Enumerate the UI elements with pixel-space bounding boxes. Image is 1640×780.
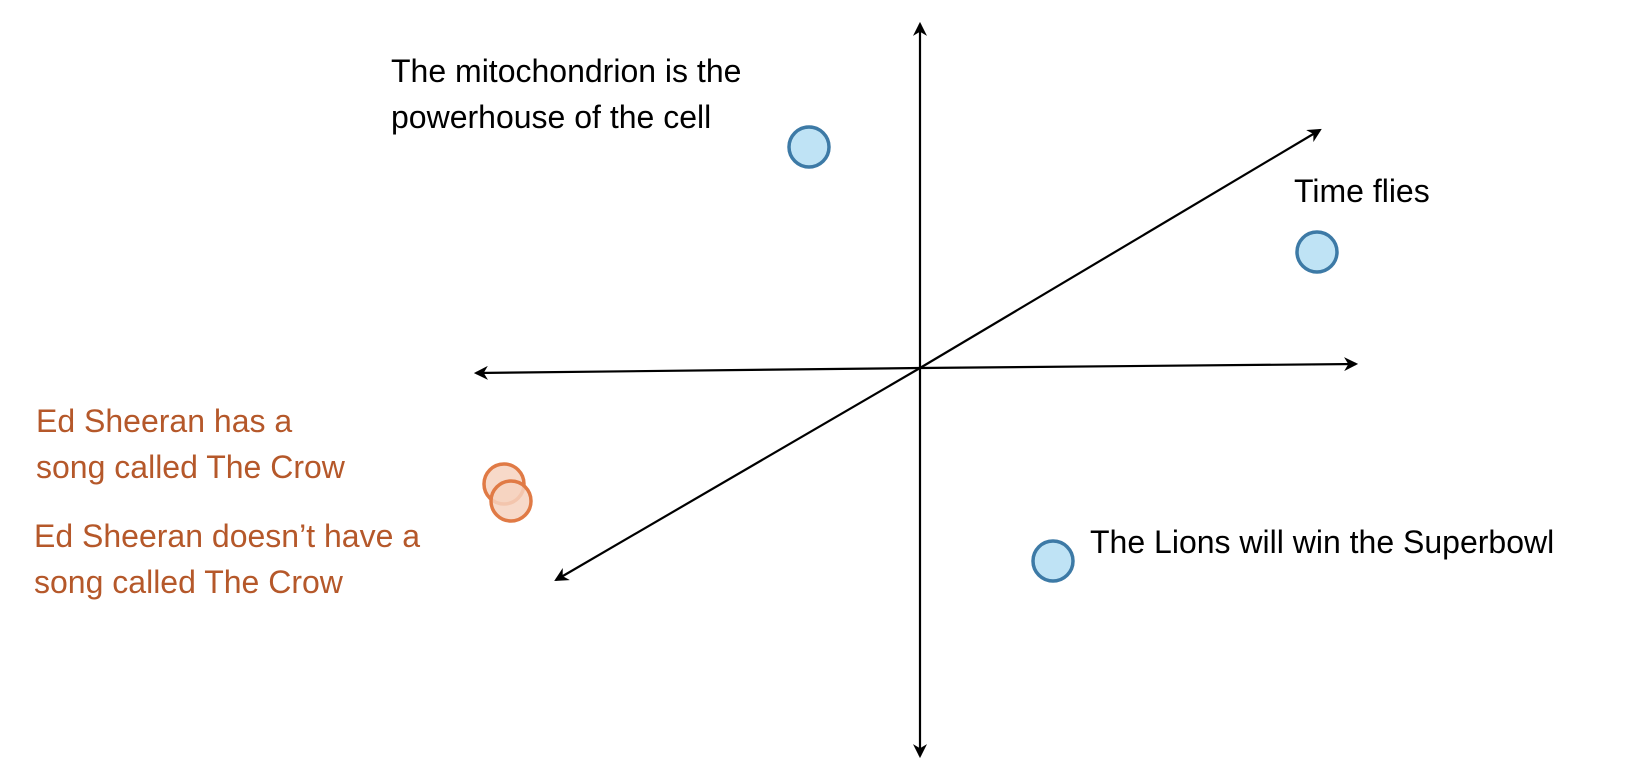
point-lions-superbowl [1031, 539, 1075, 583]
label-time-flies-line-1: Time flies [1294, 173, 1430, 209]
label-ed-sheeran-has-line-2: song called The Crow [36, 449, 346, 485]
axes [473, 21, 1359, 759]
point-time-flies [1295, 230, 1339, 274]
label-mitochondrion-line-2: powerhouse of the cell [391, 99, 711, 135]
label-ed-sheeran-doesnt-line-2: song called The Crow [34, 564, 344, 600]
label-time-flies: Time flies [1294, 173, 1430, 209]
horizontal-axis-left [473, 365, 921, 380]
label-ed-sheeran-doesnt: Ed Sheeran doesn’t have a song called Th… [34, 518, 429, 600]
label-mitochondrion: The mitochondrion is the powerhouse of t… [391, 53, 750, 135]
labels: The mitochondrion is the powerhouse of t… [34, 53, 1554, 600]
point-ed-sheeran-doesnt [489, 479, 533, 523]
point-mitochondrion [787, 125, 831, 169]
label-ed-sheeran-has: Ed Sheeran has a song called The Crow [36, 403, 346, 485]
points [482, 125, 1339, 583]
label-mitochondrion-line-1: The mitochondrion is the [391, 53, 741, 89]
label-ed-sheeran-doesnt-line-1: Ed Sheeran doesn’t have a [34, 518, 420, 554]
depth-axis-up-right [919, 128, 1322, 369]
label-lions-superbowl: The Lions will win the Superbowl [1090, 524, 1554, 560]
horizontal-axis-right [919, 357, 1359, 372]
label-ed-sheeran-has-line-1: Ed Sheeran has a [36, 403, 292, 439]
label-lions-superbowl-line-1: The Lions will win the Superbowl [1090, 524, 1554, 560]
depth-axis-down-left [554, 367, 921, 582]
